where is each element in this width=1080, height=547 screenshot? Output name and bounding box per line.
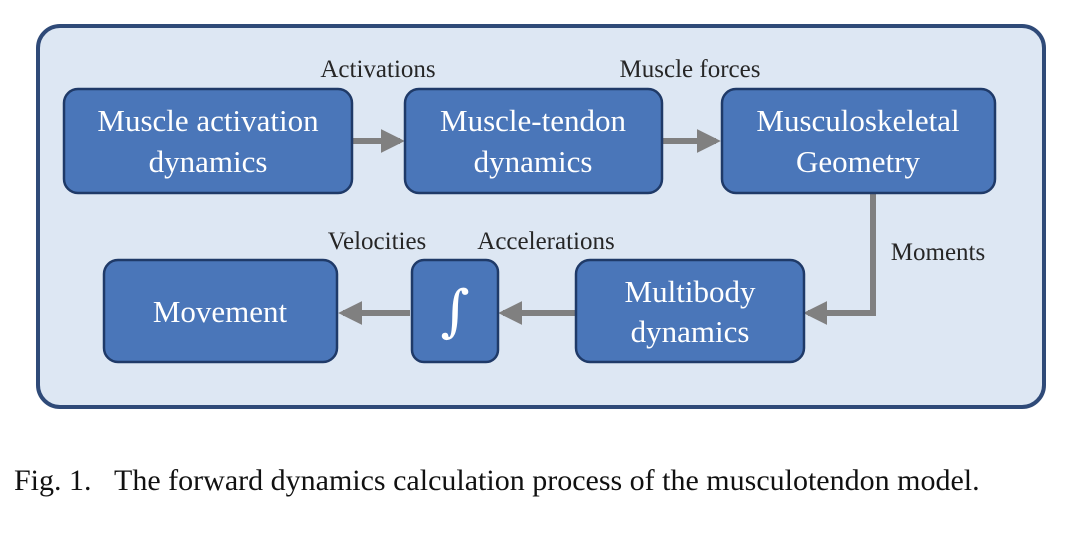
- box-label-line: Muscle-tendon: [440, 103, 626, 138]
- edge-label-moments: Moments: [891, 239, 985, 266]
- box-label-line: Muscle activation: [97, 103, 319, 138]
- box-label-line: dynamics: [149, 144, 268, 179]
- box-label-line: dynamics: [474, 144, 593, 179]
- box-muscle-activation-dynamics: Muscle activation dynamics: [62, 87, 354, 195]
- box-label-line: Movement: [153, 294, 288, 329]
- edge-label-muscle-forces: Muscle forces: [620, 56, 761, 83]
- edge-label-accelerations: Accelerations: [477, 228, 614, 255]
- box-label-line: Multibody: [625, 274, 756, 309]
- box-movement: Movement: [102, 258, 339, 364]
- caption-text: The forward dynamics calculation process…: [114, 464, 980, 497]
- box-muscle-tendon-dynamics: Muscle-tendon dynamics: [403, 87, 664, 195]
- box-label-line: Geometry: [796, 144, 920, 179]
- figure-caption: Fig. 1. The forward dynamics calculation…: [14, 464, 1066, 498]
- caption-label: Fig. 1.: [14, 464, 92, 497]
- box-multibody-dynamics: Multibody dynamics: [574, 258, 806, 364]
- box-integrator: ∫: [410, 258, 500, 364]
- box-label-line: Musculoskeletal: [756, 103, 959, 138]
- box-musculoskeletal-geometry: Musculoskeletal Geometry: [720, 87, 997, 195]
- connector-arrows: [338, 129, 876, 325]
- arrow-moments: [803, 193, 876, 325]
- integral-symbol: ∫: [440, 279, 469, 344]
- forward-dynamics-diagram: Muscle activation dynamics Muscle-tendon…: [36, 24, 1046, 409]
- box-label-line: dynamics: [631, 314, 750, 349]
- edge-label-velocities: Velocities: [328, 228, 427, 255]
- edge-label-activations: Activations: [320, 56, 435, 83]
